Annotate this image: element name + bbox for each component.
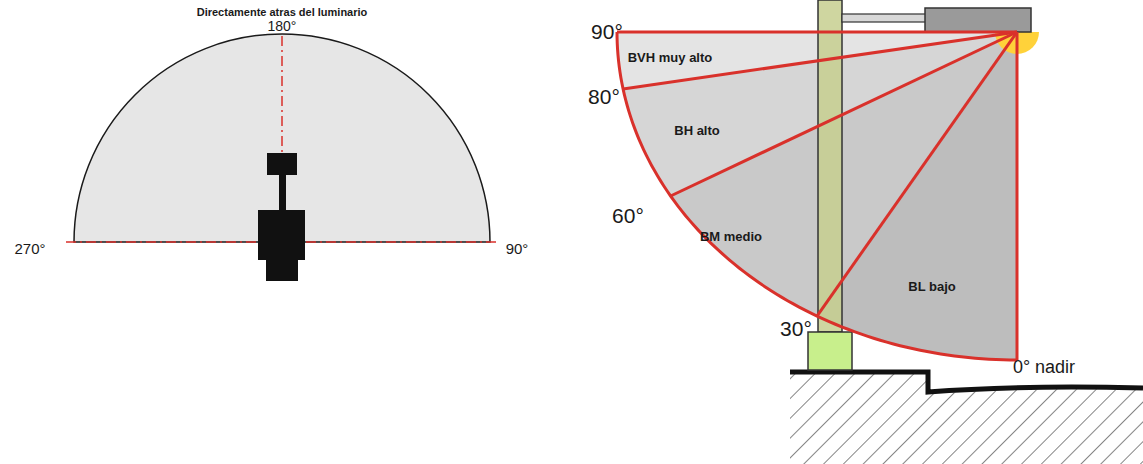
angle-label: 270°: [14, 241, 45, 258]
light-sectors: [617, 32, 1017, 360]
angle-label: 60°: [612, 204, 644, 227]
pole-base: [808, 332, 852, 370]
sector-ray: [623, 32, 1017, 89]
angle-label: 90°: [506, 241, 529, 258]
luminaire-icon: [258, 153, 305, 281]
luminaire: [925, 8, 1031, 32]
sector-label: BL bajo: [908, 280, 955, 294]
sector-label: BVH muy alto: [628, 51, 713, 65]
angle-label: 90°: [591, 20, 623, 43]
sector-ray: [617, 31, 1017, 34]
arm: [842, 14, 927, 22]
angle-label: 180°: [268, 19, 297, 34]
sector-arc: [617, 32, 1017, 360]
angle-label: 80°: [588, 85, 620, 108]
ground-line: [790, 372, 1143, 392]
sector-label: BM medio: [700, 230, 762, 244]
sector-rays: [617, 32, 1017, 360]
sector-ray: [1016, 32, 1019, 360]
angle-label: 30°: [780, 317, 812, 340]
sector-label: BH alto: [674, 124, 720, 138]
sector-ray: [817, 32, 1017, 316]
angle-label: 0° nadir: [1013, 358, 1075, 378]
pole: [818, 0, 842, 332]
caption-text: Directamente atras del luminario: [197, 6, 368, 18]
